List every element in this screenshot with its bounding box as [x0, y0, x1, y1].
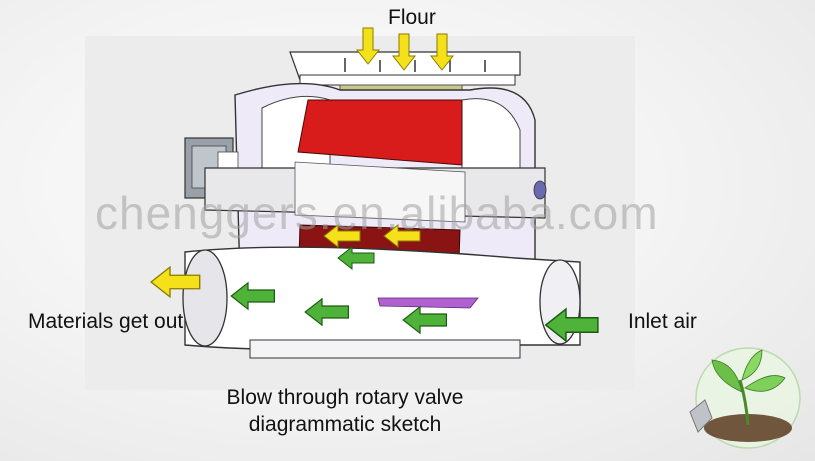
materials-out-label: Materials get out — [28, 310, 184, 333]
top-flange-plate — [299, 74, 516, 86]
pipe-green-arrow-3 — [402, 305, 448, 335]
inlet-air-label: Inlet air — [628, 310, 697, 333]
shaft-core — [294, 161, 466, 223]
caption-line-1: Blow through rotary valve — [226, 386, 464, 409]
bearing-knob — [533, 180, 547, 200]
diagram-caption: Blow through rotary valve diagrammatic s… — [180, 384, 510, 438]
pipe-outlet-end — [182, 249, 228, 347]
bulb-plant-icon — [689, 347, 801, 449]
purple-plate — [377, 297, 479, 309]
housing-window-right — [461, 98, 521, 173]
flange-bolts — [344, 58, 486, 72]
pipe-base — [249, 339, 521, 359]
pipe-green-arrow-2 — [304, 297, 350, 327]
inlet-green-arrow — [544, 307, 599, 343]
outlet-yellow-arrow — [150, 265, 201, 299]
rotor-upper — [297, 99, 463, 166]
caption-line-2: diagrammatic sketch — [248, 413, 442, 436]
watermark-text: chenggers.en.alibaba.com — [95, 187, 659, 239]
pipe-green-arrow-1 — [230, 281, 276, 311]
flour-label: Flour — [388, 6, 436, 29]
